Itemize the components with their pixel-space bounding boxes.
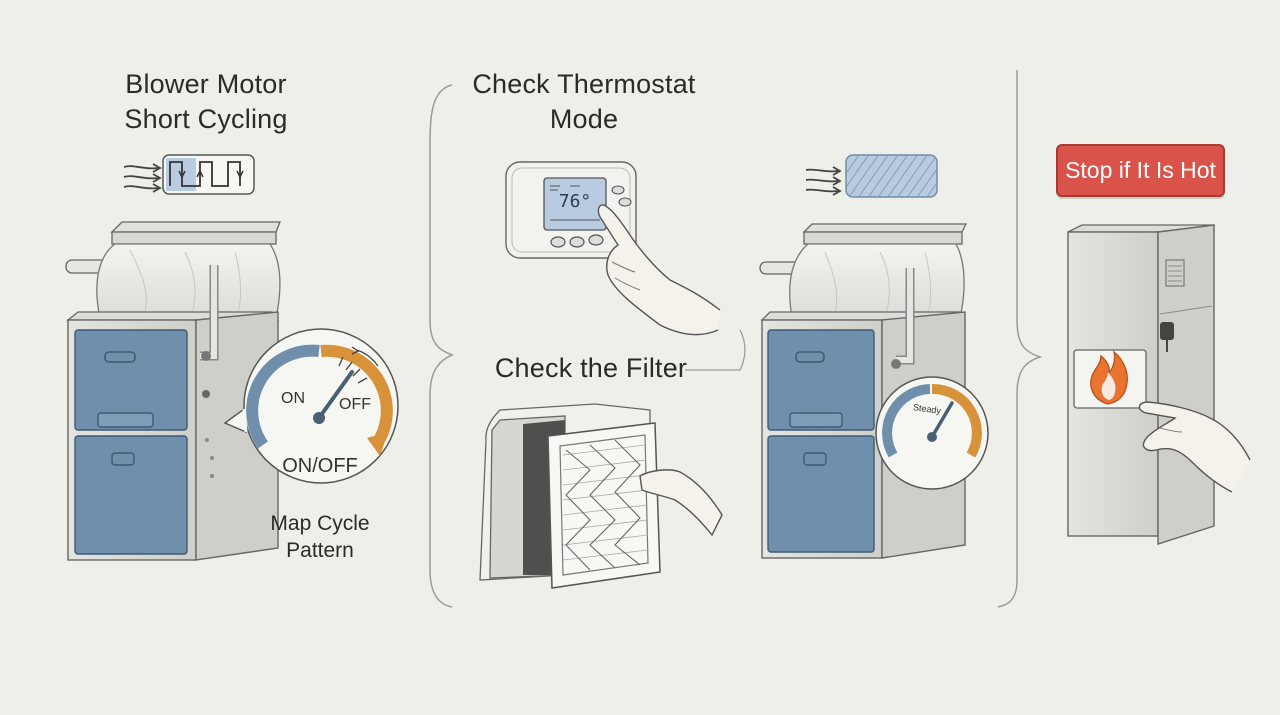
- stop-if-hot-label: Stop if It Is Hot: [1056, 144, 1225, 197]
- thermostat-device: [505, 161, 637, 259]
- hand-touching-furnace: [1138, 401, 1251, 493]
- airflow-arrows-icon: [123, 163, 162, 193]
- steady-gauge: [875, 376, 989, 490]
- thermostat-display-temp: 76°: [558, 191, 592, 212]
- gauge-off-label: OFF: [339, 396, 371, 413]
- title-check-thermostat-mode: Check Thermostat Mode: [472, 69, 696, 134]
- hand-pressing-thermostat: [597, 204, 721, 336]
- air-filter: [547, 422, 661, 589]
- cycle-pattern-icon: [162, 154, 255, 195]
- hand-holding-filter: [639, 469, 723, 537]
- divider-middle: [685, 329, 746, 371]
- gauge-on-label: ON: [281, 390, 305, 407]
- title-blower-short-cycling: Blower Motor Short Cycling: [124, 69, 288, 134]
- flame-icon: [1090, 350, 1128, 405]
- title-check-filter: Check the Filter: [494, 353, 688, 383]
- cycle-gauge-callout: [223, 328, 399, 484]
- furnace-tall: [1067, 224, 1215, 545]
- gauge-caption: ON/OFF: [282, 455, 358, 477]
- caption-map-cycle-pattern: Map Cycle Pattern: [270, 512, 370, 562]
- airflow-arrows-icon-2: [805, 166, 842, 196]
- divider-right: [997, 70, 1043, 608]
- filter-indicator-icon: [845, 154, 938, 198]
- divider-left: [429, 84, 454, 608]
